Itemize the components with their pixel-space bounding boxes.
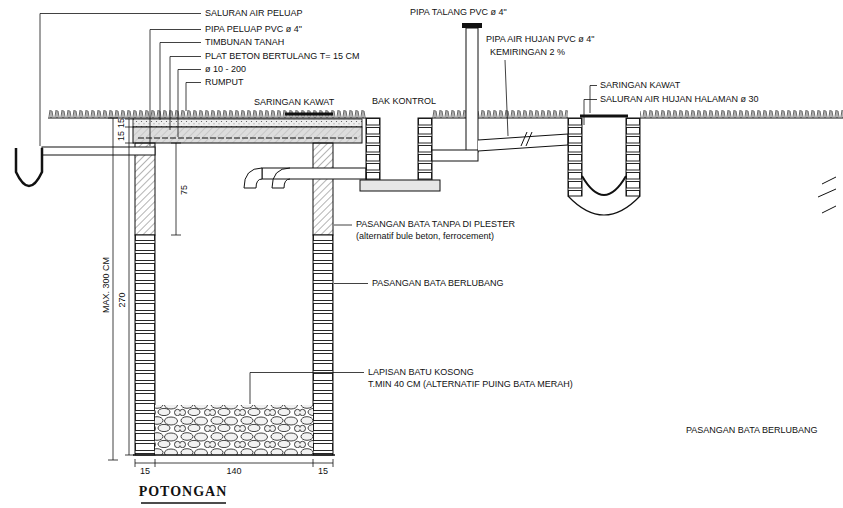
legend-note: PASANGAN BATA BERLUBANG (686, 425, 818, 436)
callout-note: T.MIN 40 CM (ALTERNATIF PUING BATA MERAH… (368, 379, 573, 390)
well-floor (133, 454, 335, 456)
stone-layer (155, 405, 313, 455)
control-box (360, 118, 440, 191)
dimension-label: 270 (117, 292, 128, 307)
downpipe (432, 23, 482, 161)
overflow-pipe (16, 147, 155, 186)
dimension-label: 15 (116, 118, 127, 128)
slab (133, 119, 362, 143)
dimension-lines (108, 118, 333, 467)
wire-filter-bar (285, 113, 333, 116)
callout-label: PASANGAN BATA BERLUBANG (372, 278, 504, 289)
part-name: BAK KONTROL (372, 96, 436, 107)
leader-lines (40, 14, 597, 405)
callout-label: PIPA PELUAP PVC ø 4" (205, 24, 302, 35)
callout-label: SARINGAN KAWAT (254, 97, 334, 108)
callout-label: SALURAN AIR PELUAP (205, 8, 303, 19)
dimension-label: MAX. 300 CM (101, 257, 112, 313)
section-marks (818, 177, 836, 213)
dimension-label: 15 (116, 131, 127, 141)
callout-label: SARINGAN KAWAT (600, 80, 680, 91)
dimension-label: 15 (318, 466, 328, 477)
well-wall-left (135, 143, 155, 455)
inlet-pipe (244, 168, 366, 188)
callout-label: LAPISAN BATU KOSONG (368, 367, 474, 378)
callout-label: TIMBUNAN TANAH (205, 37, 284, 48)
well-wall-right (313, 143, 333, 455)
slope-note: KEMIRINGAN 2 % (490, 47, 565, 58)
dimension-label: 75 (179, 185, 190, 195)
section-title: POTONGAN (139, 484, 228, 500)
ground-grass (48, 110, 843, 118)
callout-label: SALURAN AIR HUJAN HALAMAN ø 30 (600, 94, 759, 105)
callout-label: RUMPUT (205, 77, 244, 88)
title-underline (141, 502, 226, 504)
callout-note: (alternatif bule beton, ferrocement) (356, 231, 494, 242)
dimension-label: 140 (226, 466, 241, 477)
callout-label: PIPA TALANG PVC ø 4" (410, 7, 507, 18)
yard-drain (568, 116, 640, 215)
callout-label: PLAT BETON BERTULANG T= 15 CM (205, 51, 359, 62)
callout-label: PASANGAN BATA TANPA DI PLESTER (356, 219, 515, 230)
callout-label: ø 10 - 200 (205, 64, 246, 75)
callout-label: PIPA AIR HUJAN PVC ø 4" (486, 34, 595, 45)
rain-pipe (478, 132, 568, 151)
dimension-label: 15 (140, 466, 150, 477)
